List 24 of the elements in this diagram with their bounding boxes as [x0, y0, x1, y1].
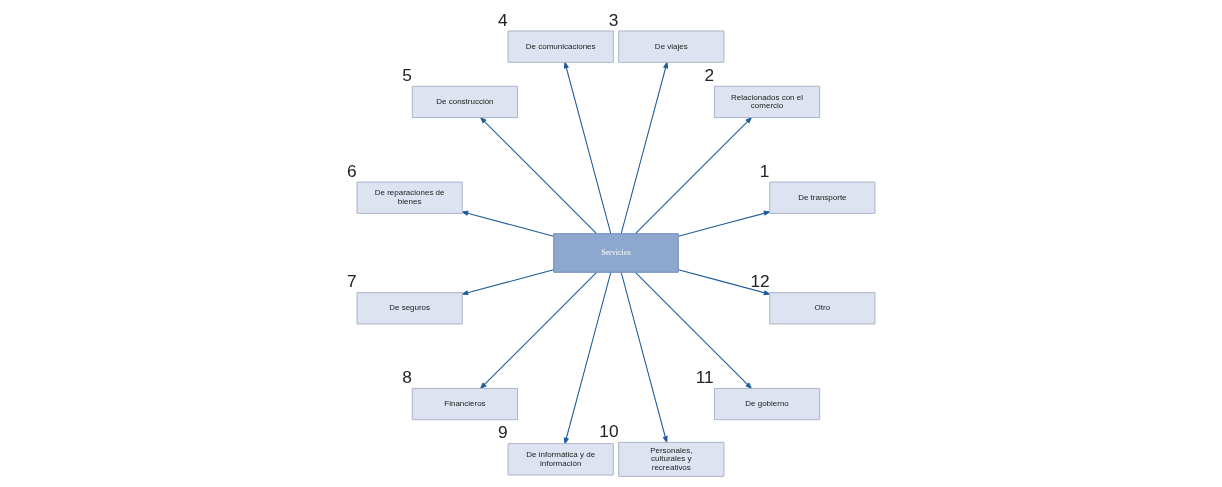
node-label: 9 [498, 421, 508, 442]
node-label: 5 [402, 64, 412, 85]
arrow [563, 60, 612, 234]
node-label: 3 [608, 9, 619, 30]
node-label: 6 [347, 160, 357, 181]
arrow [563, 271, 612, 445]
arrow [460, 210, 555, 237]
arrow [479, 115, 598, 234]
node-label: 10 [599, 420, 619, 441]
node-label: 4 [498, 9, 508, 30]
arrow [620, 60, 669, 234]
arrow [479, 271, 598, 389]
node-label: 2 [704, 64, 715, 85]
node-label: 1 [759, 160, 770, 181]
arrow [677, 268, 772, 295]
node-label: 12 [750, 270, 770, 291]
arrow [460, 268, 555, 295]
arrow [677, 210, 772, 237]
arrow [634, 271, 753, 389]
node-label: 7 [347, 270, 357, 291]
node-label: 11 [695, 366, 714, 387]
arrow [620, 271, 668, 444]
node-label: 8 [402, 366, 412, 387]
arrow [634, 115, 753, 234]
